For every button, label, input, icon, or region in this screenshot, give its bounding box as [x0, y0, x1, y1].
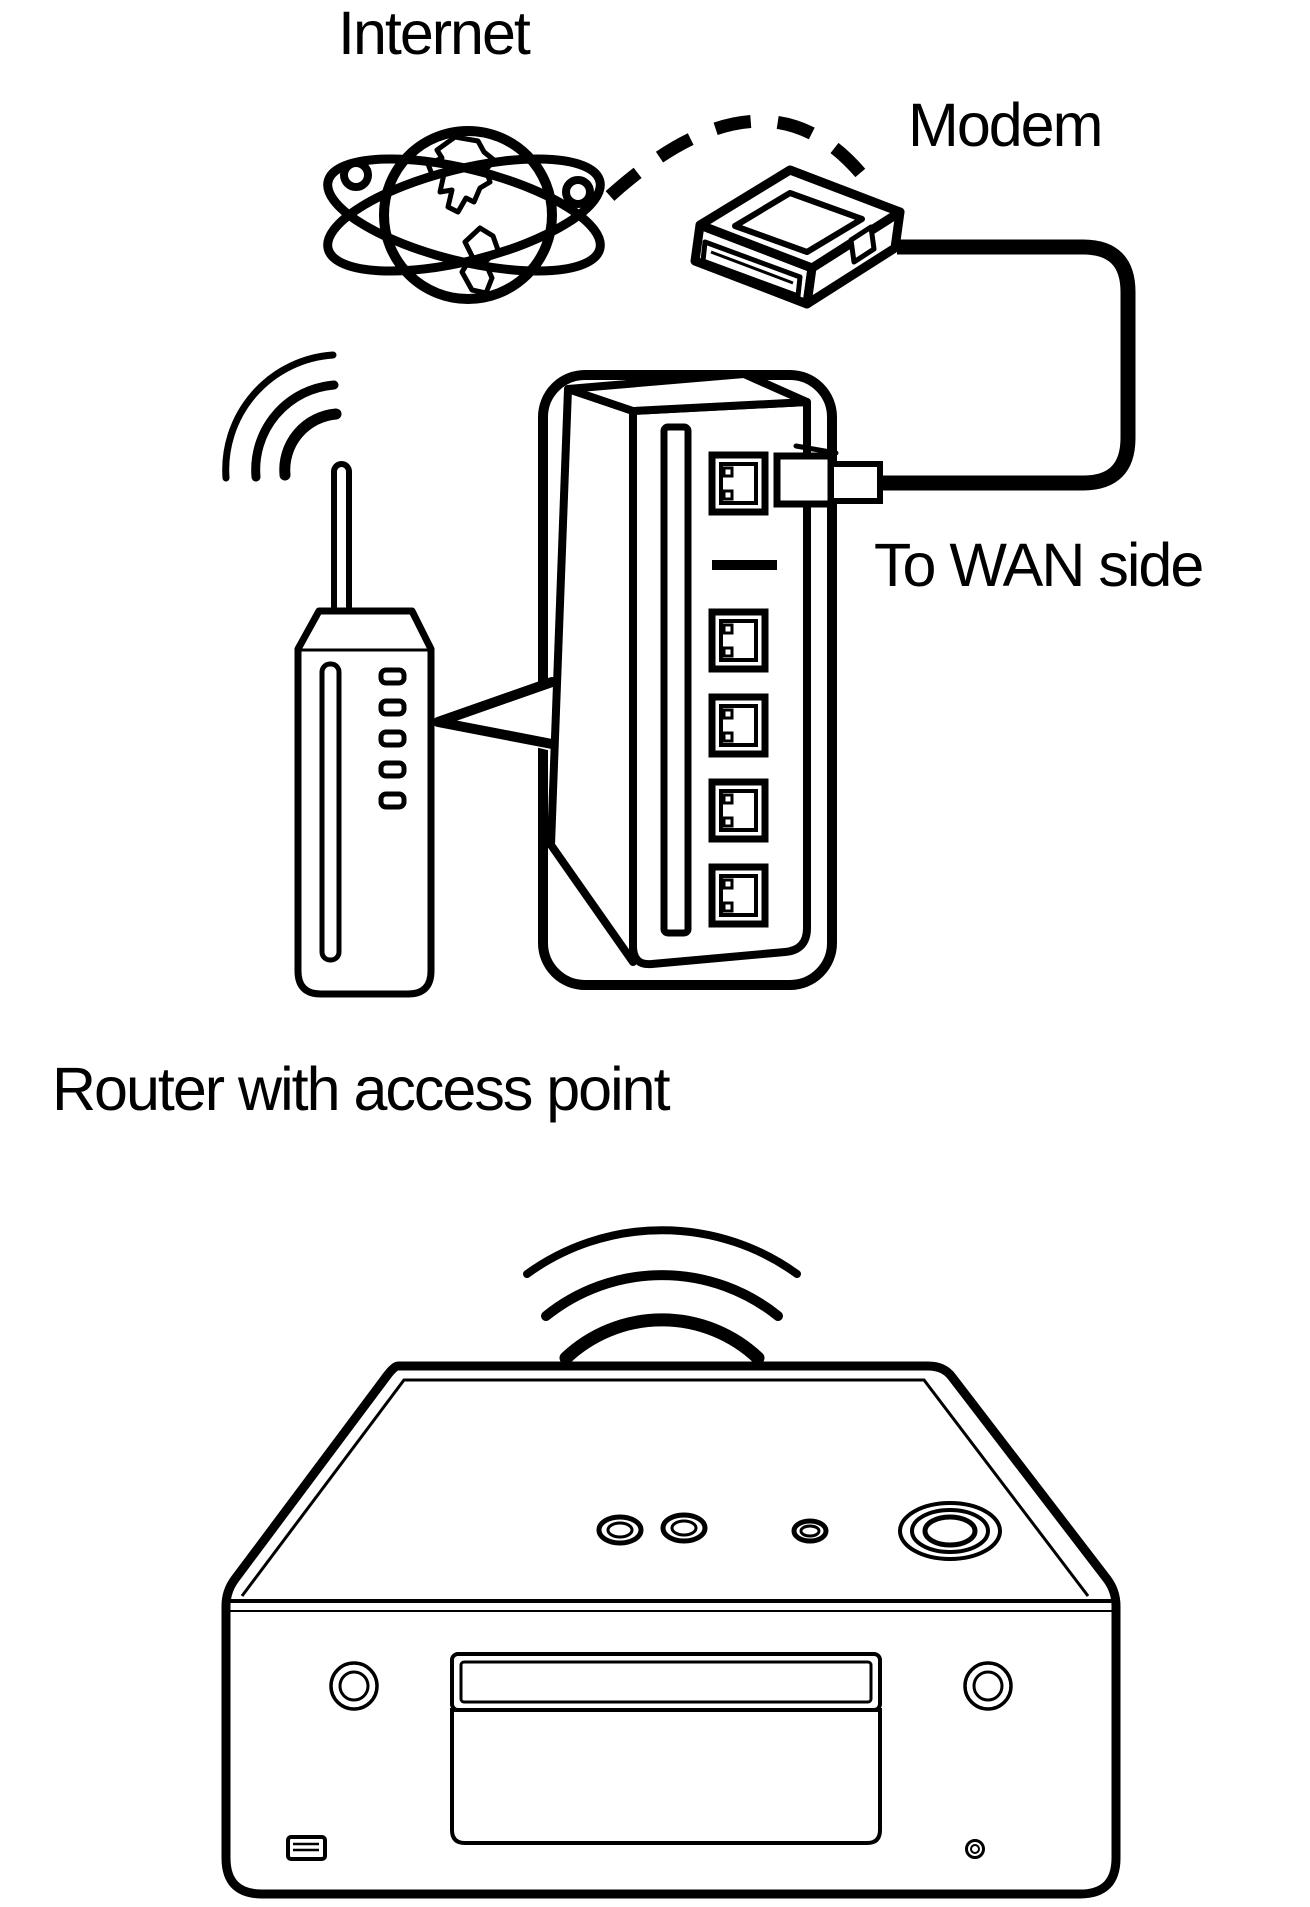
led-indicator: [378, 791, 407, 810]
receiver-front-right-knob: [963, 1661, 1013, 1711]
receiver-front-left-knob: [329, 1661, 379, 1711]
wireless-router-device: [222, 351, 435, 998]
receiver-top-face-inner-line: [240, 1378, 1090, 1597]
router-front-slot: [319, 661, 342, 963]
top-button: [660, 1512, 708, 1544]
modem-front-slot-inner: [710, 250, 794, 285]
modem-front-slot: [700, 239, 803, 299]
router-antenna: [331, 461, 352, 632]
router-body: [294, 607, 435, 998]
usb-port-icon: [286, 1835, 327, 1861]
aux-jack-icon: [965, 1839, 985, 1859]
receiver-top-knob: [898, 1501, 1002, 1561]
globe-circle: [379, 126, 557, 304]
rj45-plug-icon: [773, 443, 883, 508]
led-indicator: [378, 760, 407, 779]
globe-orbit-2: [323, 154, 605, 276]
router-led-indicators: [378, 667, 407, 810]
dashed-link-line: [605, 114, 876, 201]
led-indicator: [378, 667, 407, 686]
internet-globe-icon: [323, 126, 605, 304]
ethernet-cable-line: [880, 239, 1136, 491]
lan-port-2: [708, 693, 769, 758]
receiver-top-buttons: [596, 1512, 829, 1546]
router-rear-panel-callout: [428, 370, 883, 990]
modem-port: [848, 224, 877, 265]
receiver-display-and-tray: [450, 1652, 882, 1845]
wan-port: [708, 451, 769, 516]
globe-orbit-1: [323, 154, 605, 276]
router-label: Router with access point: [52, 1055, 671, 1123]
modem-icon: [690, 165, 905, 309]
led-indicator: [378, 698, 407, 717]
modem-label: Modem: [908, 91, 1101, 159]
top-button: [791, 1518, 829, 1544]
to-wan-side-label: To WAN side: [874, 531, 1202, 599]
top-button: [596, 1514, 644, 1546]
rear-panel-edge-slot: [660, 423, 692, 937]
disc-tray-door: [450, 1708, 882, 1845]
lan-port-4: [708, 863, 769, 928]
modem-screen: [732, 190, 865, 255]
rear-panel-top-face: [564, 370, 811, 415]
receiver-wifi-signal-icon: [523, 1226, 801, 1365]
led-indicator: [378, 729, 407, 748]
router-wifi-signal-icon: [222, 351, 342, 482]
lan-port-3: [708, 778, 769, 843]
orbit-satellite-right: [562, 176, 594, 208]
network-audio-receiver: [221, 1226, 1121, 1899]
internet-label: Internet: [338, 0, 531, 67]
lan-port-1: [708, 608, 769, 673]
orbit-satellite-left: [340, 159, 372, 191]
display-window-inner: [459, 1660, 873, 1704]
callout-pointer: [433, 677, 557, 749]
receiver-body: [221, 1361, 1121, 1899]
